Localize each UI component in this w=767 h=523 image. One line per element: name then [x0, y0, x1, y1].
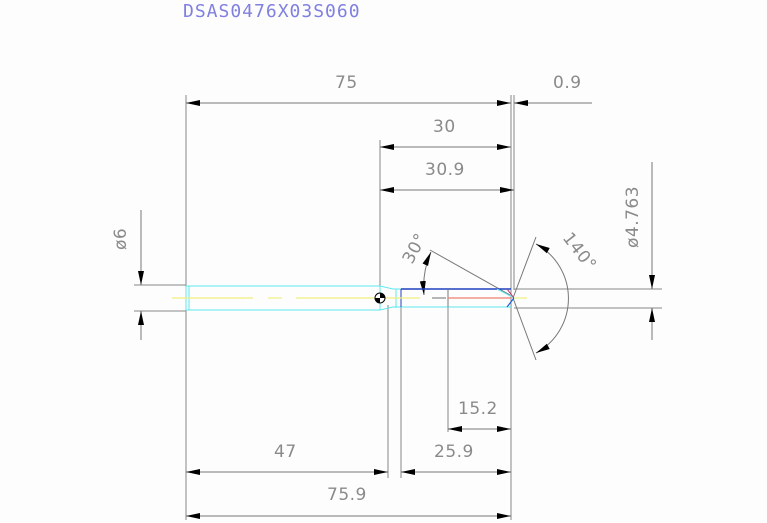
dim-30: 30	[380, 117, 511, 150]
svg-text:30: 30	[433, 117, 456, 137]
dim-tip-diameter: ø4.763	[623, 162, 655, 340]
svg-text:30°: 30°	[399, 230, 432, 267]
svg-text:47: 47	[274, 442, 297, 462]
svg-text:25.9: 25.9	[434, 442, 474, 462]
svg-text:75.9: 75.9	[327, 485, 367, 505]
centerpoint-icon	[374, 292, 386, 304]
dim-shank-diameter: ø6	[111, 210, 144, 340]
dim-75: 75	[186, 73, 511, 106]
svg-text:140°: 140°	[558, 229, 600, 275]
svg-text:ø6: ø6	[111, 228, 131, 250]
dim-point-angle: 140°	[512, 229, 600, 361]
dim-47: 47	[186, 442, 388, 475]
svg-text:75: 75	[335, 73, 358, 93]
dim-helix-angle: 30°	[399, 230, 511, 296]
dim-0-9: 0.9	[514, 73, 592, 106]
svg-text:30.9: 30.9	[425, 160, 465, 180]
svg-text:ø4.763: ø4.763	[623, 186, 643, 248]
svg-text:0.9: 0.9	[553, 73, 582, 93]
dim-25-9: 25.9	[401, 442, 511, 475]
dim-75-9: 75.9	[186, 485, 511, 519]
dim-30-9: 30.9	[380, 160, 514, 193]
drawing-title: DSAS0476X03S060	[183, 1, 361, 22]
dim-15-2: 15.2	[448, 399, 511, 432]
svg-text:15.2: 15.2	[458, 399, 498, 419]
drill-body	[172, 285, 527, 311]
